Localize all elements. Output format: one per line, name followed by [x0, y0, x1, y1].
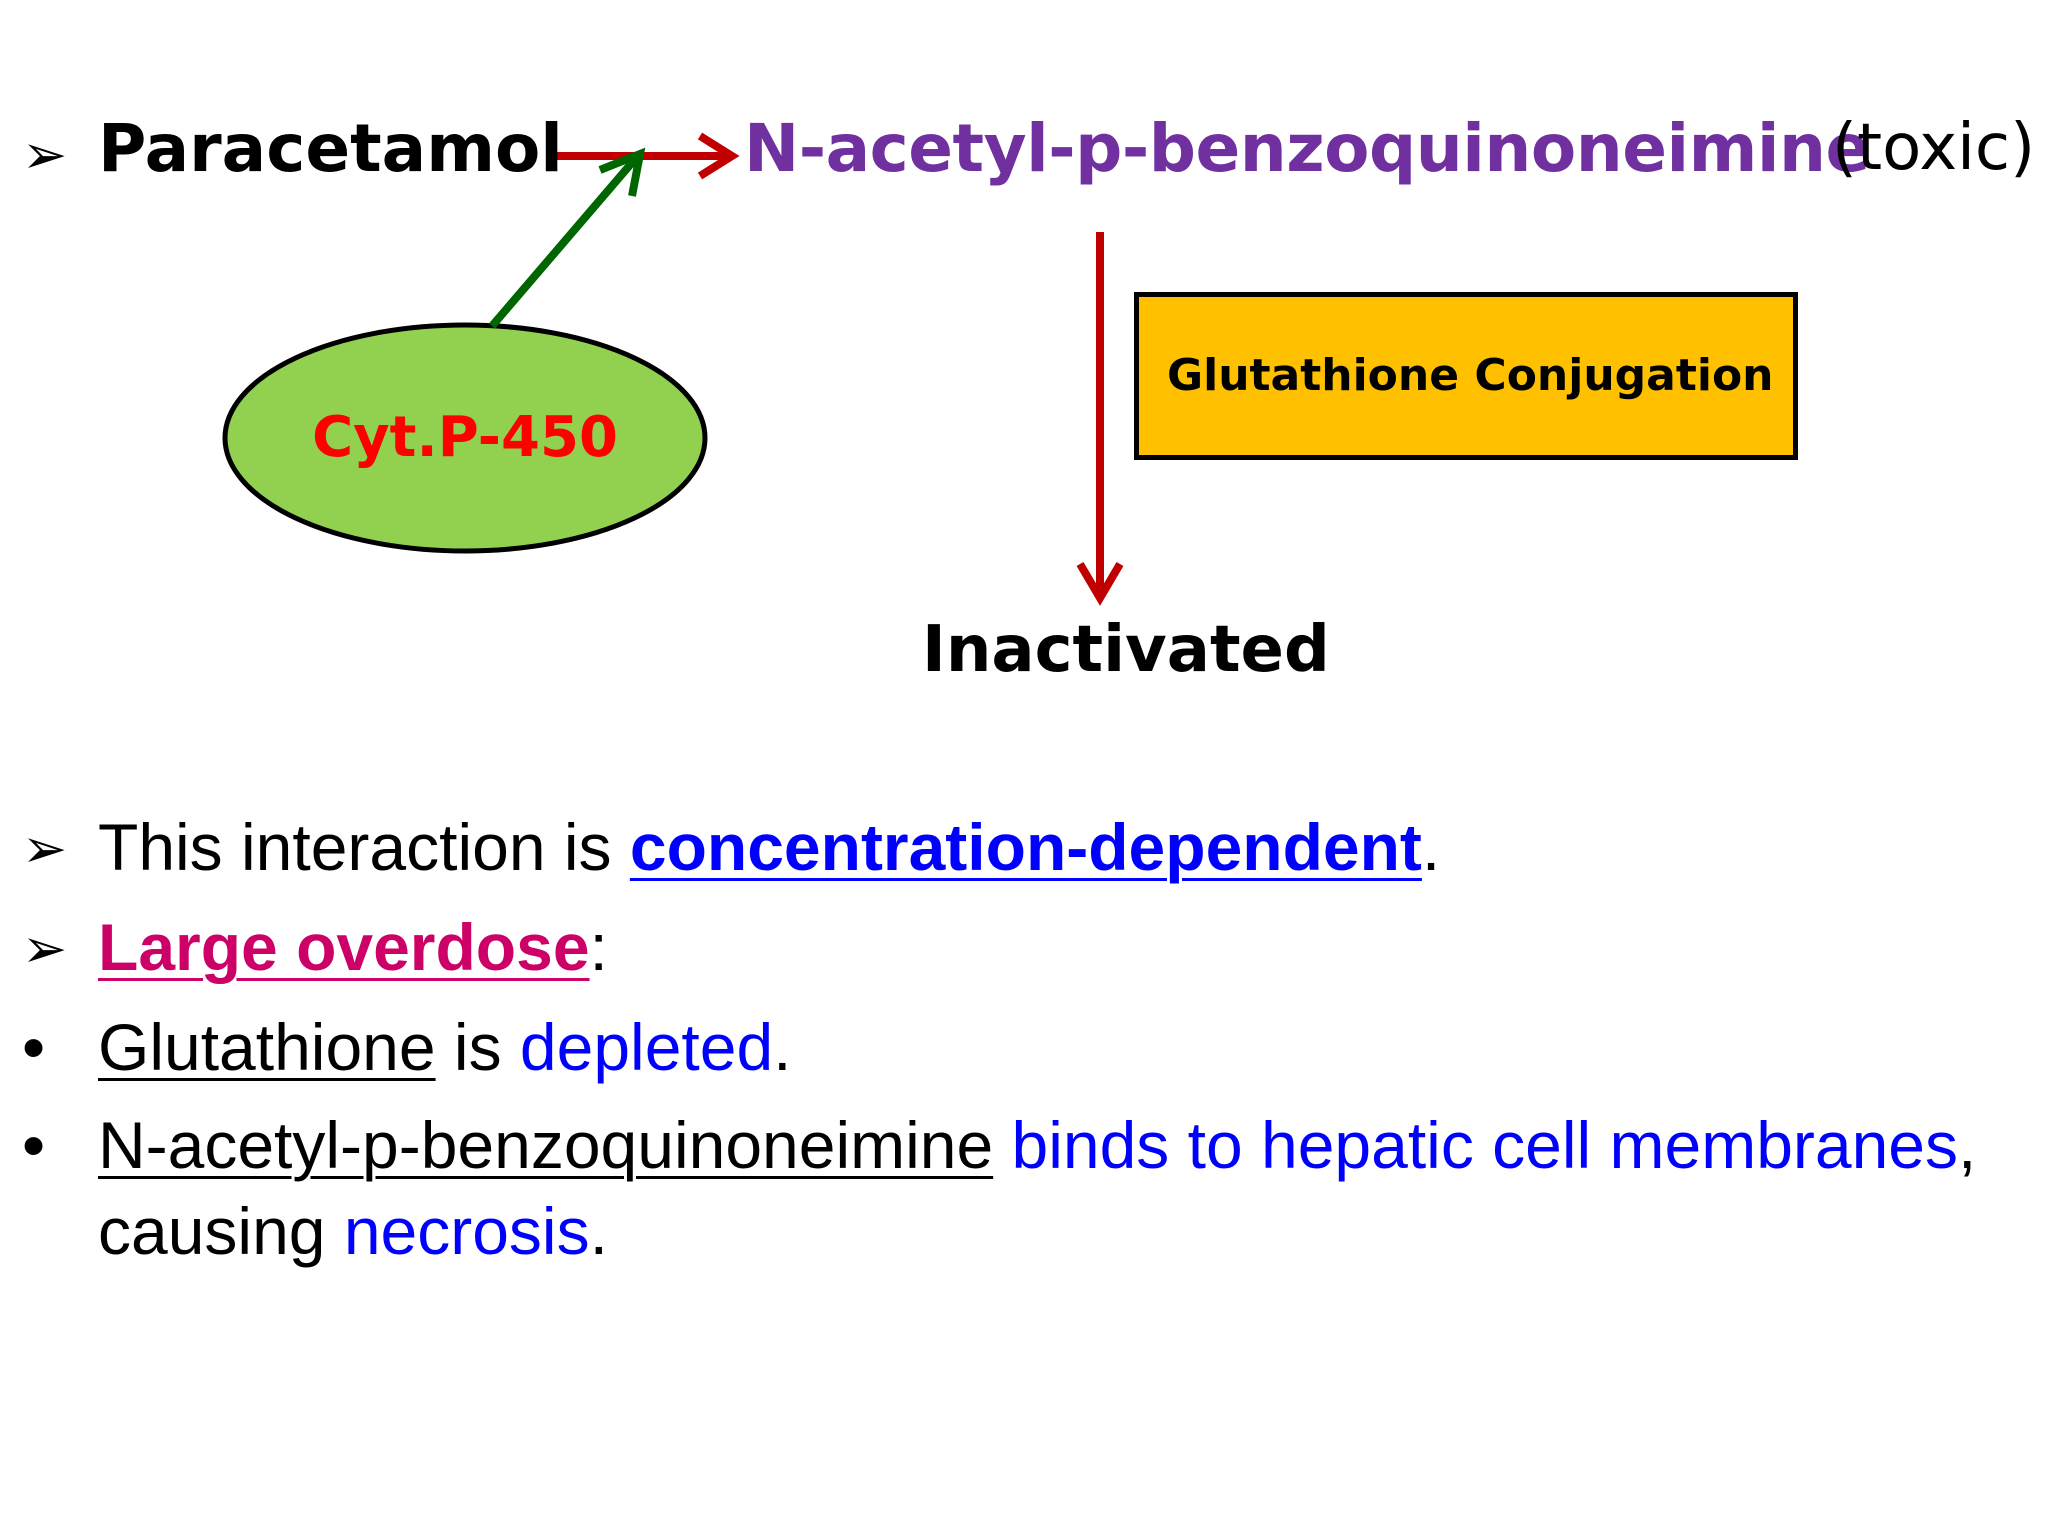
point-text: causing — [98, 1194, 344, 1268]
metabolite-note: (toxic) — [1832, 111, 2036, 185]
point-glutathione: Glutathione is depleted. — [98, 1014, 792, 1080]
point-overdose: Large overdose: — [98, 914, 608, 980]
point-punct: . — [773, 1010, 792, 1084]
substrate-label: Paracetamol — [98, 110, 563, 187]
conjugation-label: Glutathione Conjugation — [1167, 350, 1774, 401]
point-emphasis: Large overdose — [98, 910, 590, 984]
enzyme-arrow-head — [598, 147, 646, 197]
bullet-dot-icon: • — [22, 1108, 46, 1182]
point-punct: . — [589, 1194, 608, 1268]
point-napqi-binding: N-acetyl-p-benzoquinoneimine binds to he… — [98, 1112, 1976, 1178]
point-subject: Glutathione — [98, 1010, 436, 1084]
point-text: This interaction is — [98, 810, 630, 884]
bullet-dot-icon: • — [22, 1010, 46, 1084]
point-emphasis: binds to hepatic cell membranes — [993, 1108, 1959, 1182]
point-emphasis: concentration-dependent — [629, 810, 1422, 884]
point-emphasis: depleted — [519, 1010, 774, 1084]
conjugation-arrow-head — [1076, 561, 1124, 606]
point-punct: . — [1421, 810, 1441, 884]
bullet-arrow-icon: ➢ — [22, 123, 68, 186]
outcome-label: Inactivated — [922, 613, 1330, 687]
bullet-arrow-icon: ➢ — [22, 817, 68, 880]
enzyme-label: Cyt.P-450 — [312, 405, 618, 470]
metabolite-label: N-acetyl-p-benzoquinoneimine — [744, 110, 1870, 187]
reaction-arrow-head — [697, 132, 740, 180]
point-punct: , — [1958, 1108, 1977, 1182]
point-text: is — [435, 1010, 520, 1084]
point-napqi-binding-continued: causing necrosis. — [98, 1198, 608, 1264]
point-punct: : — [589, 910, 608, 984]
point-concentration: This interaction is concentration-depend… — [98, 814, 1440, 880]
point-emphasis: necrosis — [343, 1194, 590, 1268]
bullet-arrow-icon: ➢ — [22, 917, 68, 980]
conjugation-box: Glutathione Conjugation — [1134, 292, 1798, 460]
point-subject: N-acetyl-p-benzoquinoneimine — [98, 1108, 994, 1182]
